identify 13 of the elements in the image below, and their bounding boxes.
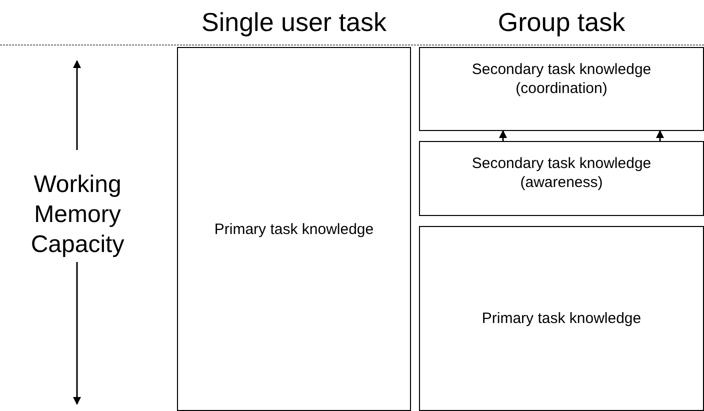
knowledge-box (419, 47, 704, 131)
box-text: Primary task knowledge (214, 220, 374, 238)
axis-label: Working Memory Capacity (30, 170, 126, 260)
box-text: Secondary task knowledge (awareness) (470, 154, 652, 192)
arrow (499, 130, 507, 141)
knowledge-box (177, 47, 411, 411)
arrow (656, 130, 664, 141)
knowledge-box (419, 141, 704, 216)
knowledge-box (419, 226, 704, 411)
box-text: Secondary task knowledge (coordination) (470, 60, 652, 98)
box-text: Primary task knowledge (482, 309, 642, 328)
column-heading: Group task (496, 6, 626, 38)
column-heading: Single user task (200, 6, 388, 38)
